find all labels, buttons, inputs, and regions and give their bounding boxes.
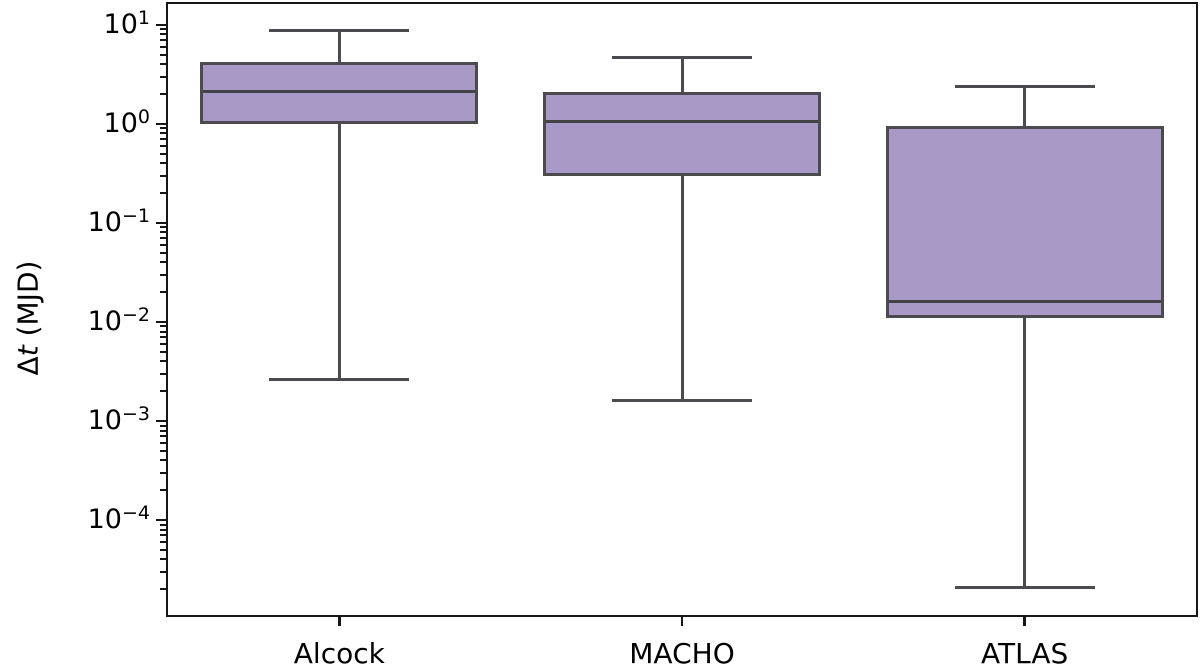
- y-minor-tick: [160, 226, 166, 229]
- y-minor-tick: [160, 174, 166, 177]
- y-minor-tick: [160, 45, 166, 48]
- y-minor-tick: [160, 528, 166, 531]
- y-minor-tick: [160, 372, 166, 375]
- y-minor-tick: [160, 588, 166, 591]
- whisker-cap-top-macho: [612, 55, 752, 59]
- y-minor-tick: [160, 541, 166, 544]
- y-minor-tick: [160, 162, 166, 165]
- y-minor-tick: [160, 459, 166, 462]
- whisker-top-alcock: [337, 30, 341, 63]
- x-tick-label-alcock: Alcock: [293, 637, 385, 670]
- y-major-tick: [156, 221, 166, 225]
- y-minor-tick: [160, 390, 166, 393]
- median-line-macho: [546, 120, 818, 124]
- y-minor-tick: [160, 360, 166, 363]
- y-minor-tick: [160, 273, 166, 276]
- box-atlas: [885, 126, 1164, 318]
- x-tick-label-atlas: ATLAS: [981, 637, 1069, 670]
- y-tick-label: 10−1: [87, 204, 150, 238]
- whisker-cap-bottom-macho: [612, 399, 752, 403]
- y-minor-tick: [160, 429, 166, 432]
- y-minor-tick: [160, 132, 166, 135]
- ylabel-t-italic: t: [11, 345, 45, 357]
- y-minor-tick: [160, 570, 166, 573]
- y-minor-tick: [160, 92, 166, 95]
- y-tick-label: 100: [103, 105, 150, 139]
- whisker-top-macho: [680, 57, 684, 92]
- y-minor-tick: [160, 39, 166, 42]
- y-minor-tick: [160, 325, 166, 328]
- y-tick-label: 10−2: [87, 303, 150, 337]
- y-minor-tick: [160, 330, 166, 333]
- whisker-cap-top-atlas: [954, 84, 1095, 88]
- y-minor-tick: [160, 138, 166, 141]
- whisker-bottom-macho: [680, 175, 684, 401]
- y-minor-tick: [160, 449, 166, 452]
- whisker-bottom-alcock: [337, 123, 341, 380]
- x-tick-label-macho: MACHO: [629, 637, 735, 670]
- y-major-tick: [156, 122, 166, 126]
- y-minor-tick: [160, 28, 166, 31]
- y-minor-tick: [160, 441, 166, 444]
- y-minor-tick: [160, 144, 166, 147]
- whisker-top-atlas: [1023, 86, 1027, 126]
- box-macho: [543, 91, 821, 176]
- y-minor-tick: [160, 350, 166, 353]
- y-tick-label: 10−4: [87, 501, 150, 536]
- y-minor-tick: [160, 548, 166, 551]
- y-minor-tick: [160, 336, 166, 339]
- y-minor-tick: [160, 231, 166, 234]
- whisker-bottom-atlas: [1023, 317, 1027, 588]
- y-minor-tick: [160, 33, 166, 36]
- y-major-tick: [156, 419, 166, 423]
- y-minor-tick: [160, 435, 166, 438]
- y-minor-tick: [160, 237, 166, 240]
- median-line-alcock: [203, 90, 476, 94]
- median-line-atlas: [888, 300, 1161, 304]
- whisker-cap-bottom-atlas: [954, 585, 1095, 589]
- x-tick: [1023, 616, 1026, 626]
- y-minor-tick: [160, 261, 166, 264]
- y-minor-tick: [160, 342, 166, 345]
- ylabel-delta: Δ: [11, 356, 45, 376]
- y-minor-tick: [160, 63, 166, 66]
- y-major-tick: [156, 320, 166, 324]
- y-minor-tick: [160, 558, 166, 561]
- y-minor-tick: [160, 489, 166, 492]
- x-tick: [680, 616, 684, 626]
- whisker-cap-bottom-alcock: [269, 378, 410, 382]
- y-minor-tick: [160, 251, 166, 254]
- y-minor-tick: [160, 534, 166, 537]
- y-minor-tick: [160, 192, 166, 195]
- y-tick-label: 101: [103, 6, 150, 40]
- y-minor-tick: [160, 152, 166, 155]
- x-tick: [338, 616, 341, 626]
- y-minor-tick: [160, 291, 166, 294]
- y-major-tick: [156, 518, 166, 522]
- y-minor-tick: [160, 523, 166, 526]
- y-minor-tick: [160, 424, 166, 427]
- y-minor-tick: [160, 127, 166, 130]
- whisker-cap-top-alcock: [269, 28, 410, 32]
- y-tick-label: 10−3: [87, 402, 150, 436]
- y-minor-tick: [160, 471, 166, 474]
- y-minor-tick: [160, 243, 166, 246]
- y-major-tick: [156, 23, 166, 26]
- y-minor-tick: [160, 53, 166, 56]
- y-minor-tick: [160, 75, 166, 78]
